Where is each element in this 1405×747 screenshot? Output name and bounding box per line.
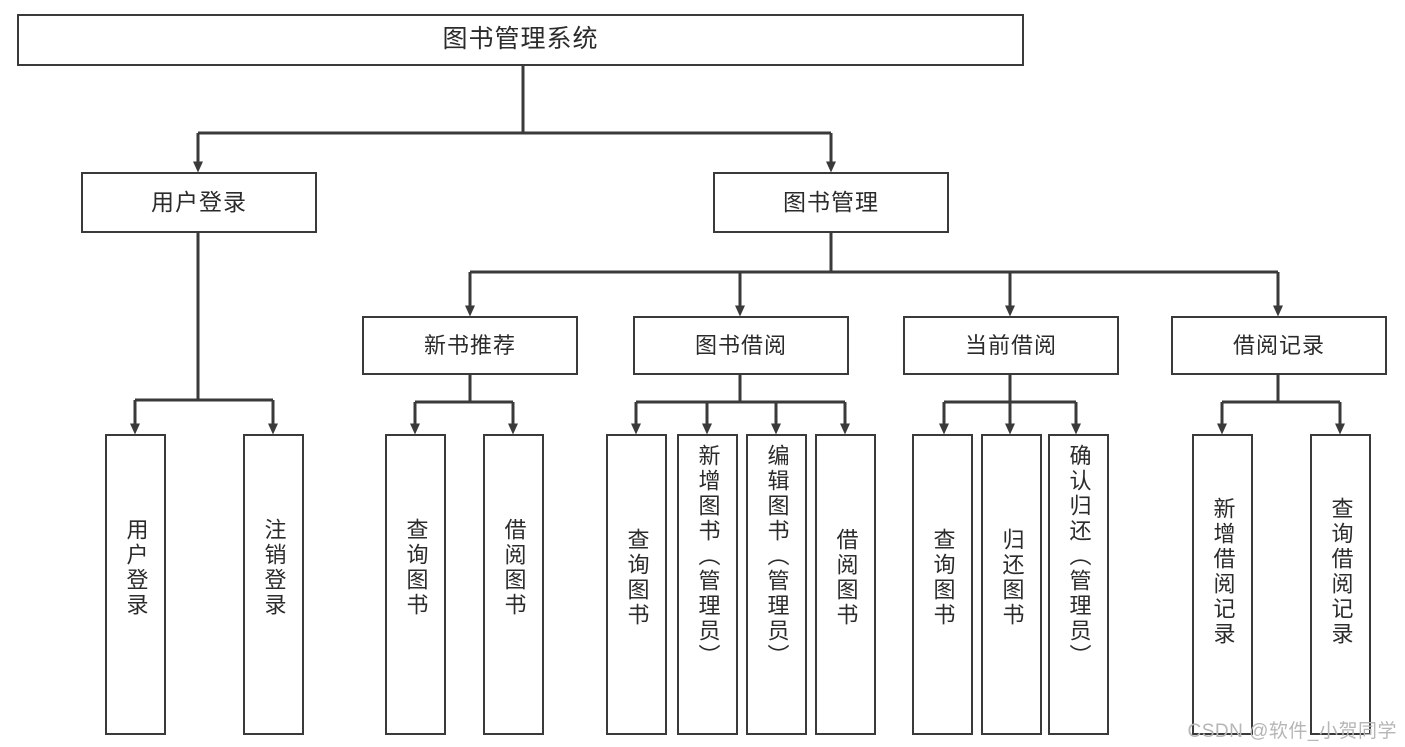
node-label: 用户登录 [123,518,149,618]
leaf-new-book-borrow[interactable]: 借阅图书 [483,434,544,735]
node-label: 新增图书（管理员） [695,444,721,669]
node-label: 确认归还（管理员） [1066,444,1092,669]
leaf-record-add-borrow-record[interactable]: 新增借阅记录 [1192,434,1253,735]
node-label: 查询图书 [403,518,429,618]
node-label: 注销登录 [261,518,287,618]
node-label: 新增借阅记录 [1210,497,1236,647]
leaf-user-login-signout[interactable]: 注销登录 [243,434,304,735]
node-label: 借阅图书 [833,528,859,628]
node-label: 查询借阅记录 [1328,497,1354,647]
node-label: 借阅记录 [1232,332,1325,358]
leaf-borrow-borrow-book[interactable]: 借阅图书 [815,434,876,735]
node-user-login[interactable]: 用户登录 [81,172,317,233]
leaf-current-confirm-return-admin[interactable]: 确认归还（管理员） [1048,434,1109,735]
node-label: 用户登录 [151,188,247,215]
node-label: 借阅图书 [501,518,527,618]
node-book-borrow[interactable]: 图书借阅 [633,316,849,375]
node-book-management[interactable]: 图书管理 [713,172,949,233]
node-label: 当前借阅 [964,332,1057,358]
node-label: 图书管理系统 [442,25,599,54]
leaf-new-book-query[interactable]: 查询图书 [385,434,446,735]
node-label: 编辑图书（管理员） [764,444,790,669]
node-label: 图书借阅 [694,332,787,358]
leaf-borrow-add-book-admin[interactable]: 新增图书（管理员） [677,434,738,735]
node-label: 查询图书 [930,528,956,628]
node-borrow-record[interactable]: 借阅记录 [1171,316,1387,375]
leaf-borrow-query-book[interactable]: 查询图书 [606,434,667,735]
node-label: 新书推荐 [423,332,516,358]
node-new-book-recommend[interactable]: 新书推荐 [362,316,578,375]
node-current-borrow[interactable]: 当前借阅 [903,316,1119,375]
node-label: 图书管理 [783,188,879,215]
leaf-current-query-book[interactable]: 查询图书 [912,434,973,735]
node-root-book-management-system[interactable]: 图书管理系统 [17,14,1024,66]
leaf-current-return-book[interactable]: 归还图书 [981,434,1042,735]
leaf-borrow-edit-book-admin[interactable]: 编辑图书（管理员） [746,434,807,735]
leaf-record-query-borrow-record[interactable]: 查询借阅记录 [1310,434,1371,735]
leaf-user-login-signin[interactable]: 用户登录 [105,434,166,735]
node-label: 归还图书 [999,528,1025,628]
node-label: 查询图书 [624,528,650,628]
